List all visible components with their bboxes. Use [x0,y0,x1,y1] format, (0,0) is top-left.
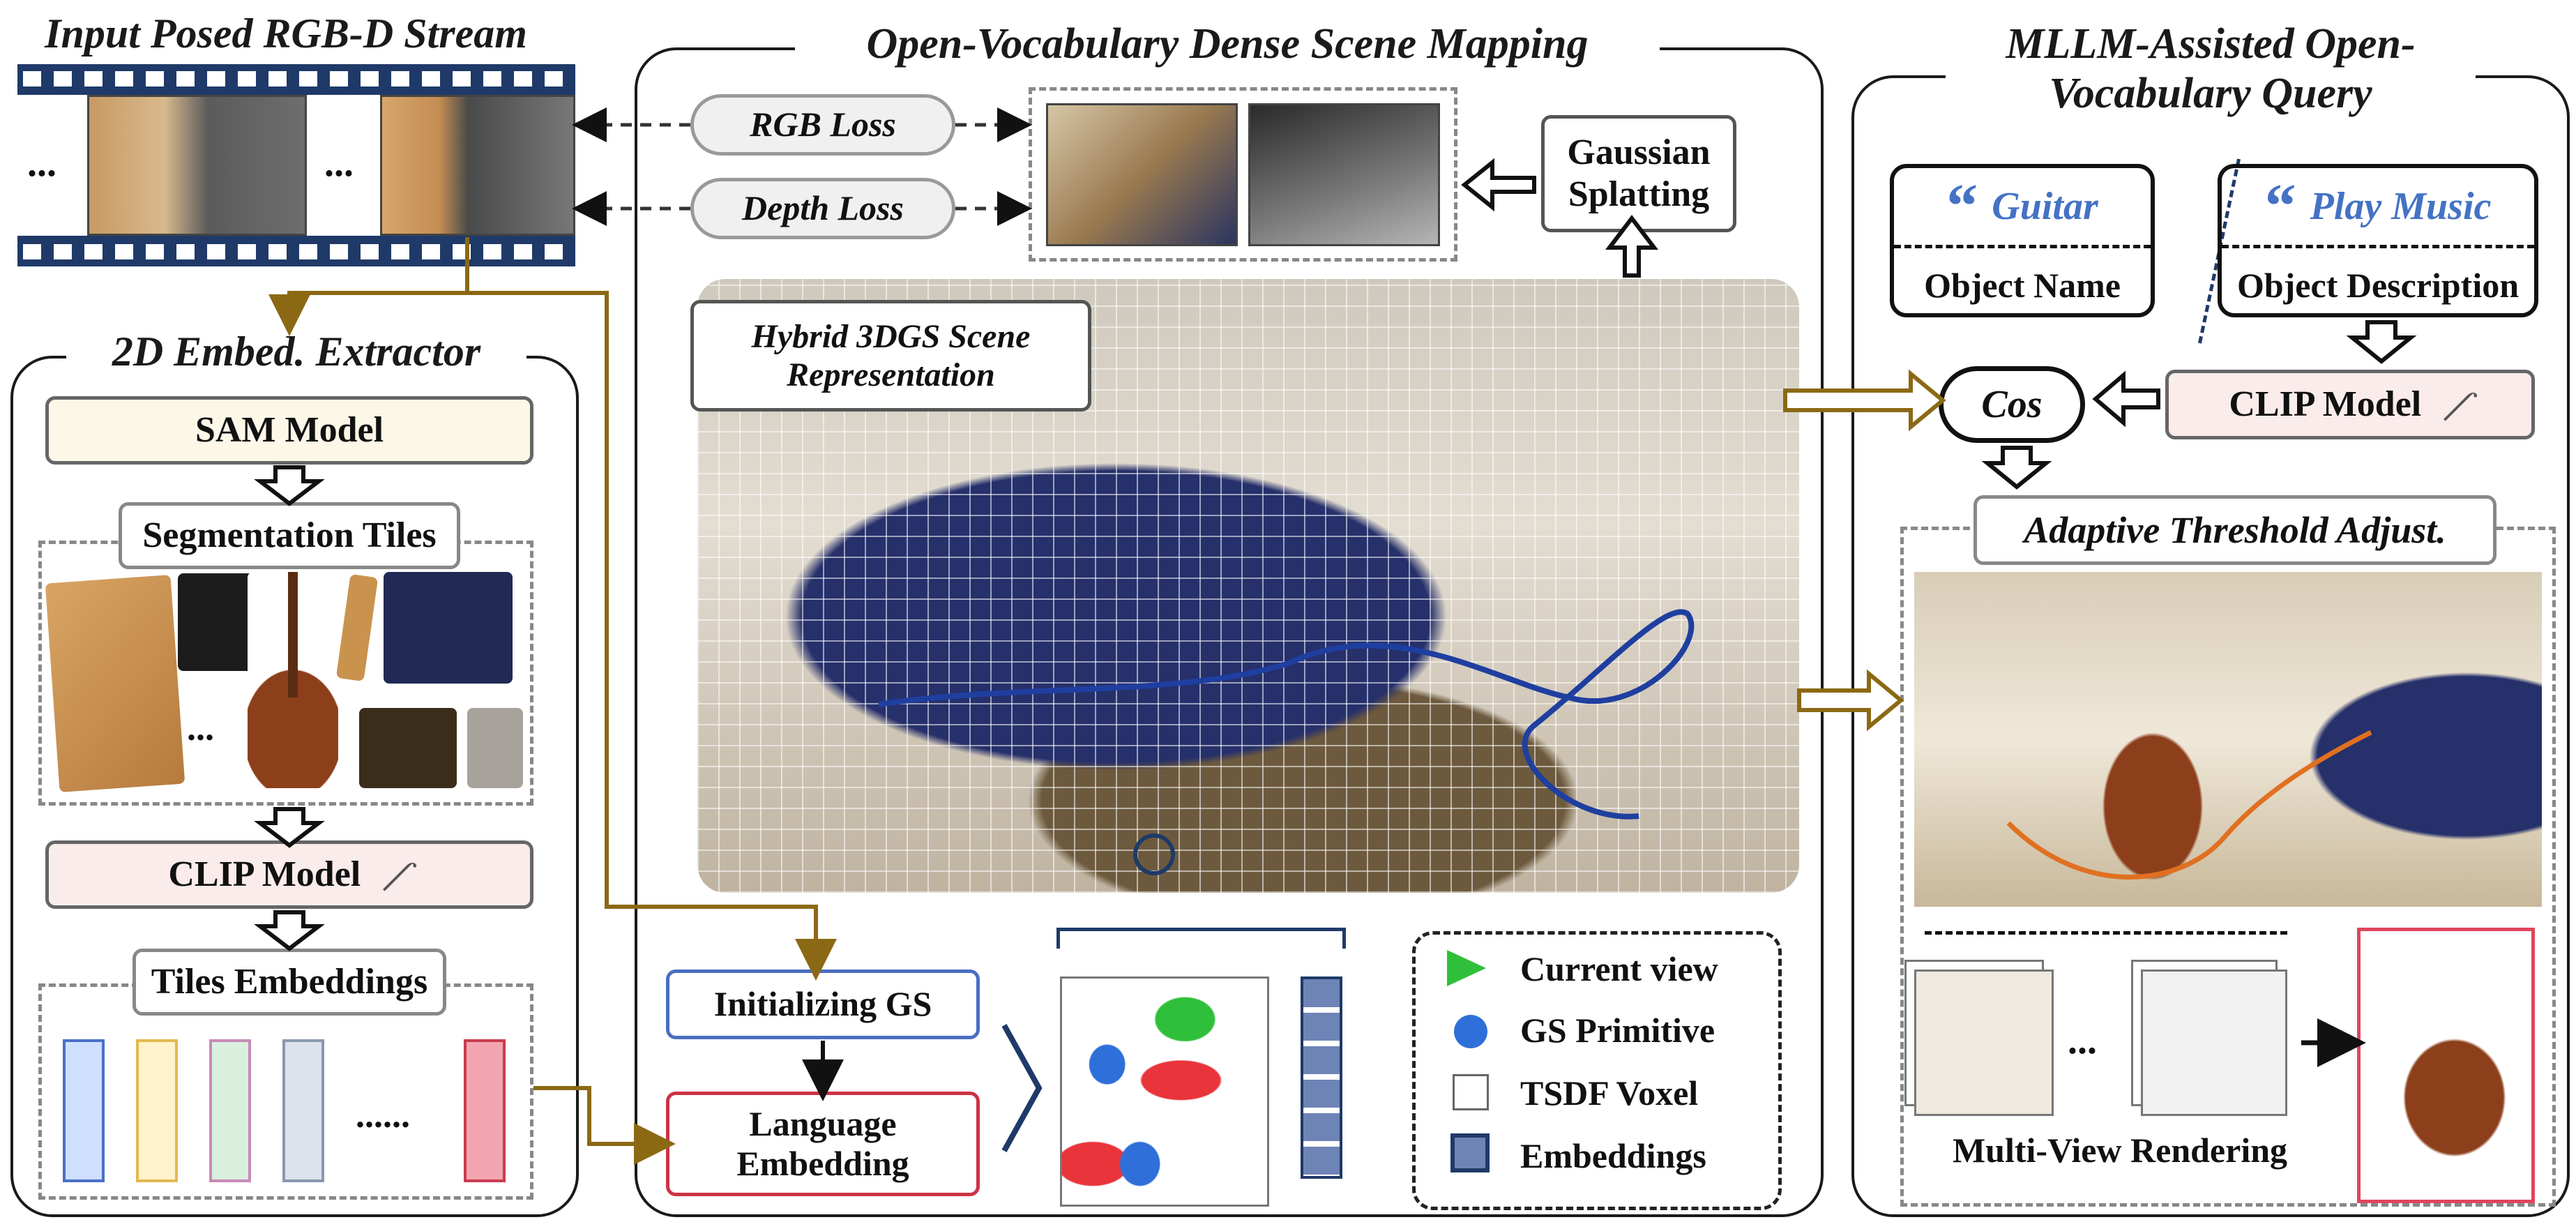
tsdf-voxel-icon [1453,1074,1489,1110]
query-name-label: Object Name [1924,265,2121,305]
render-rgb-image [1046,103,1238,246]
film-strip: ... ... [17,64,575,266]
seg-tile-pillow [467,708,523,788]
embeddings-icon [1450,1133,1490,1172]
tiles-emb-label: Tiles Embeddings [132,949,446,1016]
query-clip-label: CLIP Model [2229,384,2422,425]
mapping-title: Open-Vocabulary Dense Scene Mapping [795,20,1660,70]
extractor-title: 2D Embed. Extractor [66,328,526,376]
render-images-container [1029,87,1457,262]
query-clip-box: CLIP Model ⌠ [2165,370,2535,439]
voxel-cube [1060,976,1269,1207]
sprocket-row-top [23,71,570,86]
rgb-loss-box: RGB Loss [690,94,955,156]
query-render-image [1914,572,2542,907]
init-gs-box: Initializing GS [666,970,980,1039]
seg-tile-painting [359,708,457,788]
mv-ellipsis: ... [2068,1019,2097,1062]
stream-frame-1 [87,95,307,236]
lang-emb-box: Language Embedding [666,1092,980,1196]
cos-box: Cos [1939,366,2085,443]
embedding-bracket [1056,928,1346,949]
query-play-music: Play Music [2310,185,2492,228]
legend-current-view: Current view [1520,949,1718,988]
embedding-column [1301,976,1342,1179]
seg-tile-blanket [384,572,513,684]
mv-stack-2 [2141,970,2287,1116]
stream-ellipsis-1: ... [27,142,56,185]
stream-title: Input Posed RGB-D Stream [14,10,558,58]
legend-box [1412,931,1782,1210]
hybrid-label-box: Hybrid 3DGS Scene Representation [690,300,1091,412]
depth-loss-box: Depth Loss [690,178,955,239]
legend-tsdf-voxel: TSDF Voxel [1520,1073,1699,1112]
quote-icon: “ [2264,172,2296,241]
adaptive-label-box: Adaptive Threshold Adjust. [1973,495,2497,565]
mv-arrow [1925,931,2287,935]
legend-gs-primitive: GS Primitive [1520,1011,1715,1050]
sprocket-row-bottom [23,244,570,259]
query-guitar: Guitar [1992,185,2098,228]
quote-icon: “ [1946,172,1978,241]
mv-stack-1 [1914,970,2054,1116]
query-desc-label: Object Description [2236,265,2520,305]
paperclip-icon: ⌠ [377,852,422,896]
current-view-icon [1447,950,1486,986]
seg-tile-wardrobe [45,575,185,792]
gs-primitive-icon [1454,1015,1487,1048]
seg-tiles-label: Segmentation Tiles [119,502,460,569]
query-desc-box: “ Play Music Object Description [2218,164,2538,317]
emb-ellipsis: ...... [356,1096,410,1136]
render-depth-image [1248,103,1440,246]
extractor-clip-label: CLIP Model [168,854,361,895]
extractor-clip-box: CLIP Model ⌠ [45,840,533,909]
emb-bar-gray [282,1039,324,1182]
emb-bar-red [464,1039,506,1182]
emb-bar-blue [63,1039,105,1182]
magnifier-icon [1133,833,1175,875]
emb-bar-green [209,1039,251,1182]
stream-frame-2 [380,95,575,236]
legend-embeddings: Embeddings [1520,1136,1706,1175]
query-title: MLLM-Assisted Open-Vocabulary Query [1946,20,2476,119]
gaussian-splatting-box: Gaussian Splatting [1541,115,1736,232]
sam-model-box: SAM Model [45,396,533,465]
query-name-box: “ Guitar Object Name [1890,164,2155,317]
stream-ellipsis-2: ... [324,142,354,185]
paperclip-icon: ⌠ [2438,382,2483,426]
mv-label: Multi-View Rendering [1952,1131,2288,1170]
result-bbox [2357,928,2535,1203]
seg-tiles-ellipsis: ... [187,709,214,748]
emb-bar-yellow [136,1039,178,1182]
